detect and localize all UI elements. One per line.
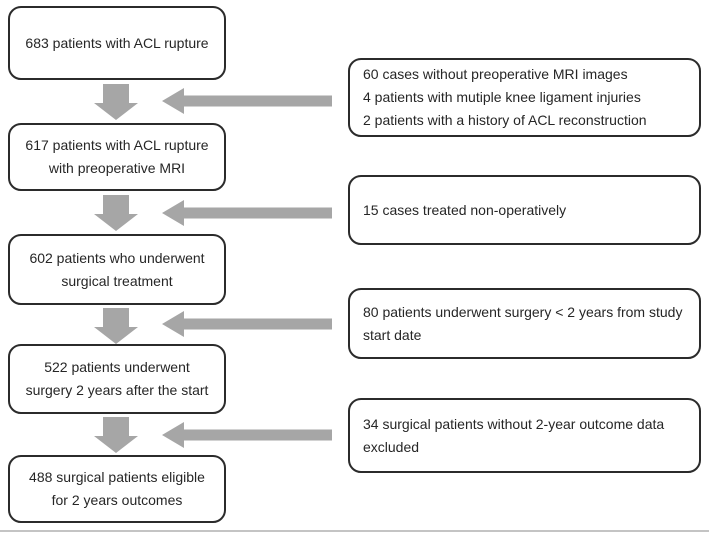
box-text-line: 683 patients with ACL rupture: [25, 34, 209, 51]
left-arrow-icon: [162, 311, 332, 337]
exclusion-box-4: 34 surgical patients without 2-year outc…: [348, 398, 701, 473]
box-text-line: 80 patients underwent surgery < 2 years …: [363, 303, 683, 320]
down-arrow-icon: [94, 195, 138, 231]
box-text-line: 602 patients who underwent: [29, 249, 205, 266]
left-arrow-icon: [162, 422, 332, 448]
box-text-line: with preoperative MRI: [48, 160, 186, 176]
box-text-line: surgical treatment: [61, 272, 173, 289]
flow-step-box-522: 522 patients underwent surgery 2 years a…: [8, 344, 226, 414]
exclusion-box-3: 80 patients underwent surgery < 2 years …: [348, 288, 701, 359]
exclusion-box-2: 15 cases treated non-operatively: [348, 175, 701, 245]
left-arrow-icon: [162, 88, 332, 114]
box-text-line: 60 cases without preoperative MRI images: [363, 66, 628, 82]
box-text-line: 15 cases treated non-operatively: [363, 201, 567, 218]
down-arrow-icon: [94, 417, 138, 453]
box-text-line: excluded: [363, 438, 420, 455]
flow-step-box-488: 488 surgical patients eligible for 2 yea…: [8, 455, 226, 523]
down-arrow-icon: [94, 84, 138, 120]
box-text-line: start date: [363, 326, 422, 343]
left-arrow-icon: [162, 200, 332, 226]
box-text-line: 488 surgical patients eligible: [29, 469, 205, 485]
box-text-line: 34 surgical patients without 2-year outc…: [363, 415, 665, 432]
flow-step-box-602: 602 patients who underwent surgical trea…: [8, 234, 226, 305]
box-text-line: surgery 2 years after the start: [25, 382, 209, 398]
figure-bottom-border: [0, 530, 709, 532]
flow-step-box-617: 617 patients with ACL rupture with preop…: [8, 123, 226, 191]
box-text-line: 617 patients with ACL rupture: [25, 137, 209, 153]
box-text-line: 2 patients with a history of ACL reconst…: [363, 112, 647, 128]
box-text-line: 522 patients underwent: [44, 359, 190, 375]
down-arrow-icon: [94, 308, 138, 344]
exclusion-box-1: 60 cases without preoperative MRI images…: [348, 58, 701, 137]
box-text-line: for 2 years outcomes: [51, 492, 183, 508]
flow-step-box-683: 683 patients with ACL rupture: [8, 6, 226, 80]
box-text-line: 4 patients with mutiple knee ligament in…: [363, 89, 641, 105]
